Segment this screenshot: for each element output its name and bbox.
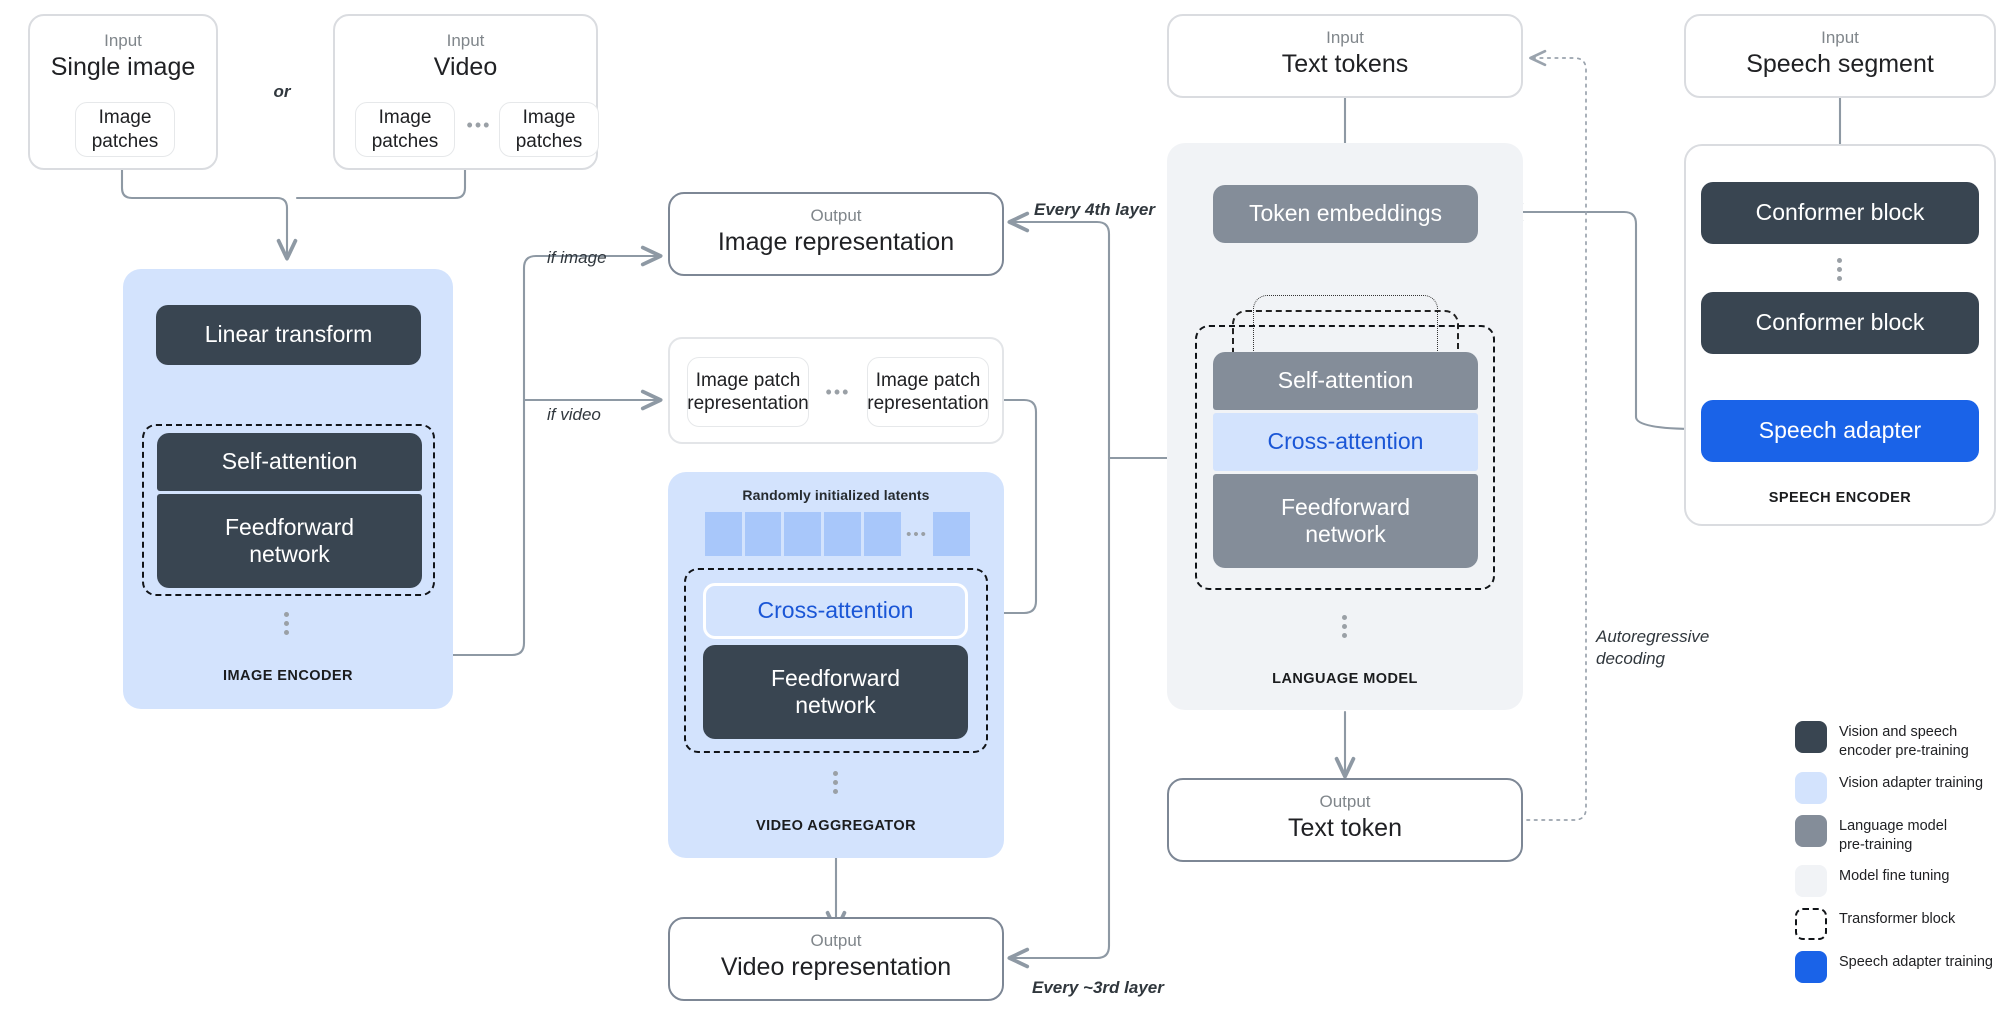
patch-representations-card: Image patch representation ••• Image pat… xyxy=(668,337,1004,444)
input-single-image-label: Input xyxy=(104,31,142,50)
legend-item: Speech adapter training xyxy=(1795,951,2010,984)
image-self-attention-block: Self-attention xyxy=(157,433,422,491)
latent-square xyxy=(744,512,782,556)
or-label: or xyxy=(273,82,291,101)
autoregressive-decoding-label: Autoregressive decoding xyxy=(1596,627,1710,669)
output-image-representation-label: Output xyxy=(810,206,862,225)
output-image-representation-value: Image representation xyxy=(717,228,955,257)
image-patch-representation-left: Image patch representation xyxy=(687,357,809,427)
latent-square xyxy=(933,512,971,556)
input-single-image-value: Single image xyxy=(50,53,196,82)
latents-row: ••• xyxy=(705,511,971,557)
legend-label: Transformer block xyxy=(1839,911,1956,928)
if-video-label: if video xyxy=(547,405,601,424)
image-encoder-layer-ellipsis xyxy=(284,612,289,635)
video-cross-attention-block: Cross-attention xyxy=(703,583,968,639)
token-embeddings-block: Token embeddings xyxy=(1213,185,1478,243)
patch-representations-ellipsis: ••• xyxy=(825,382,851,402)
randomly-initialized-latents-label: Randomly initialized latents xyxy=(742,487,930,503)
input-text-tokens-label: Input xyxy=(1326,28,1364,47)
video-aggregator-transformer-block xyxy=(684,568,988,753)
video-aggregator-layer-ellipsis xyxy=(833,771,838,794)
legend: Vision and speech encoder pre-training V… xyxy=(1795,721,2010,994)
output-text-token-value: Text token xyxy=(1288,814,1402,843)
output-text-token-label: Output xyxy=(1319,792,1371,811)
input-speech-segment-value: Speech segment xyxy=(1746,50,1934,79)
video-patches-chip-left: Image patches xyxy=(355,102,455,157)
every-4th-layer-label: Every 4th layer xyxy=(1034,200,1155,219)
legend-label: Vision adapter training xyxy=(1839,774,1984,791)
conformer-block-top: Conformer block xyxy=(1701,182,1979,244)
latent-square xyxy=(824,512,861,556)
latent-square xyxy=(784,512,822,556)
speech-encoder-caption: SPEECH ENCODER xyxy=(1768,490,1912,506)
if-image-label: if image xyxy=(547,248,607,267)
video-aggregator-caption: VIDEO AGGREGATOR xyxy=(755,818,916,834)
video-patches-ellipsis: ••• xyxy=(466,115,492,135)
linear-transform-block: Linear transform xyxy=(156,305,421,365)
lm-layer-ellipsis xyxy=(1342,615,1347,638)
language-model-caption: LANGUAGE MODEL xyxy=(1272,671,1418,687)
legend-swatch-speech-adapter xyxy=(1795,951,1827,984)
input-video-label: Input xyxy=(446,31,485,50)
legend-swatch-vision-adapter xyxy=(1795,771,1827,804)
lm-self-attention-block: Self-attention xyxy=(1213,352,1478,410)
legend-swatch-transformer-block xyxy=(1795,908,1827,941)
conformer-block-bottom: Conformer block xyxy=(1701,292,1979,354)
single-image-patches-chip: Image patches xyxy=(75,102,175,157)
output-video-representation-value: Video representation xyxy=(720,953,952,982)
output-image-representation-card: Output Image representation xyxy=(668,192,1004,276)
input-video-value: Video xyxy=(433,53,498,82)
legend-item: Vision and speech encoder pre-training xyxy=(1795,721,2010,761)
legend-item: Transformer block xyxy=(1795,908,2010,941)
video-patches-chip-right: Image patches xyxy=(499,102,599,157)
legend-item: Vision adapter training xyxy=(1795,771,2010,804)
legend-swatch-fine-tuning xyxy=(1795,865,1827,898)
input-speech-segment-card: Input Speech segment xyxy=(1684,14,1996,98)
lm-transformer-block xyxy=(1195,325,1495,590)
latent-square xyxy=(705,512,742,556)
input-single-image-card: Input Single image Image patches xyxy=(28,14,218,170)
latent-square xyxy=(863,512,901,556)
legend-label: Language model pre-training xyxy=(1839,817,1948,853)
every-3rd-layer-label: Every ~3rd layer xyxy=(1032,978,1164,997)
lm-feedforward-block: Feedforward network xyxy=(1213,474,1478,568)
output-text-token-card: Output Text token xyxy=(1167,778,1523,862)
input-text-tokens-value: Text tokens xyxy=(1281,50,1409,79)
input-speech-segment-label: Input xyxy=(1821,28,1859,47)
image-encoder-transformer-block xyxy=(142,424,435,596)
image-feedforward-block: Feedforward network xyxy=(157,494,422,588)
video-feedforward-block: Feedforward network xyxy=(703,645,968,739)
legend-label: Vision and speech encoder pre-training xyxy=(1839,724,1969,759)
output-video-representation-label: Output xyxy=(810,931,862,950)
output-video-representation-card: Output Video representation xyxy=(668,917,1004,1001)
legend-item: Language model pre-training xyxy=(1795,814,2010,855)
speech-adapter-block: Speech adapter xyxy=(1701,400,1979,462)
latents-ellipsis: ••• xyxy=(906,525,928,543)
input-text-tokens-card: Input Text tokens xyxy=(1167,14,1523,98)
speech-encoder-layer-ellipsis xyxy=(1837,258,1842,281)
image-encoder-caption: IMAGE ENCODER xyxy=(223,668,353,684)
input-video-card: Input Video Image patches ••• Image patc… xyxy=(333,14,599,170)
lm-transformer-stack-hint-2 xyxy=(1232,310,1459,370)
lm-cross-attention-block: Cross-attention xyxy=(1213,413,1478,471)
legend-item: Model fine tuning xyxy=(1795,865,2010,898)
legend-label: Speech adapter training xyxy=(1839,954,1993,971)
legend-swatch-encoder-pretraining xyxy=(1795,721,1827,753)
legend-swatch-lm-pretraining xyxy=(1795,814,1827,847)
image-patch-representation-right: Image patch representation xyxy=(867,357,989,427)
legend-label: Model fine tuning xyxy=(1839,868,1950,885)
